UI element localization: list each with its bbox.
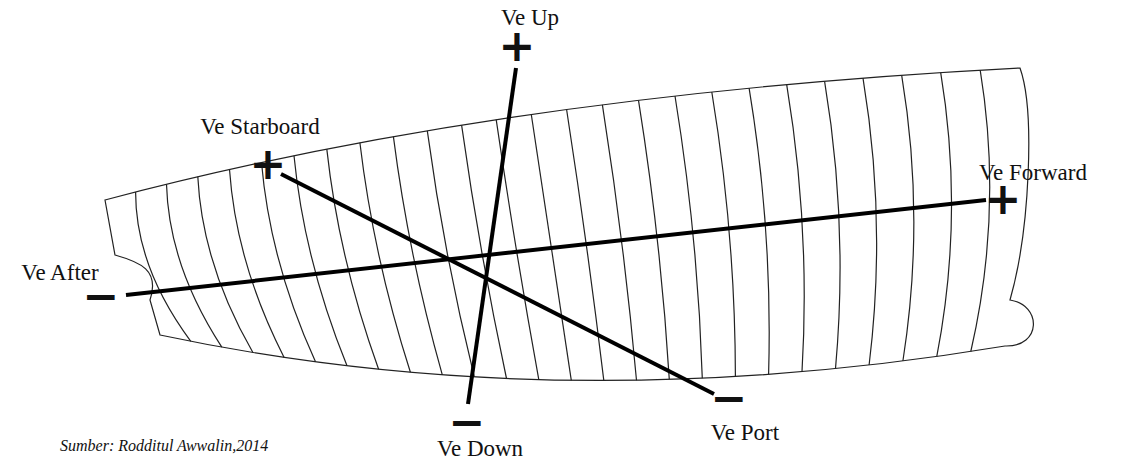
axis-label: Ve Starboard [200,115,319,138]
hull-outline [105,68,1033,380]
station-line [787,85,805,372]
station-line [712,92,736,377]
axis-sign: + [499,24,536,68]
axis-sign: − [83,274,120,318]
axis-sign: − [711,376,748,420]
hull-lines [105,68,1033,380]
station-line [360,143,411,372]
station-line [863,78,877,365]
station-line [675,96,702,378]
station-line [749,88,769,374]
axes [126,68,986,404]
station-line [262,163,316,362]
station-line [230,170,285,358]
vertical-axis [468,68,516,404]
station-line [393,137,442,375]
axis-sign: + [985,177,1022,221]
transverse-axis [281,174,714,394]
axis-sign: − [449,400,486,444]
station-line [825,81,840,368]
axis-sign: + [250,142,287,186]
station-line [902,75,914,361]
source-caption: Sumber: Rodditul Awwalin,2014 [60,438,268,454]
station-line [327,149,379,369]
station-line [136,192,191,341]
station-line [167,184,222,347]
station-line [198,177,253,353]
axis-label: Ve Port [711,421,779,444]
longitudinal-axis [126,200,986,295]
station-line [294,156,347,366]
station-line [937,73,952,357]
